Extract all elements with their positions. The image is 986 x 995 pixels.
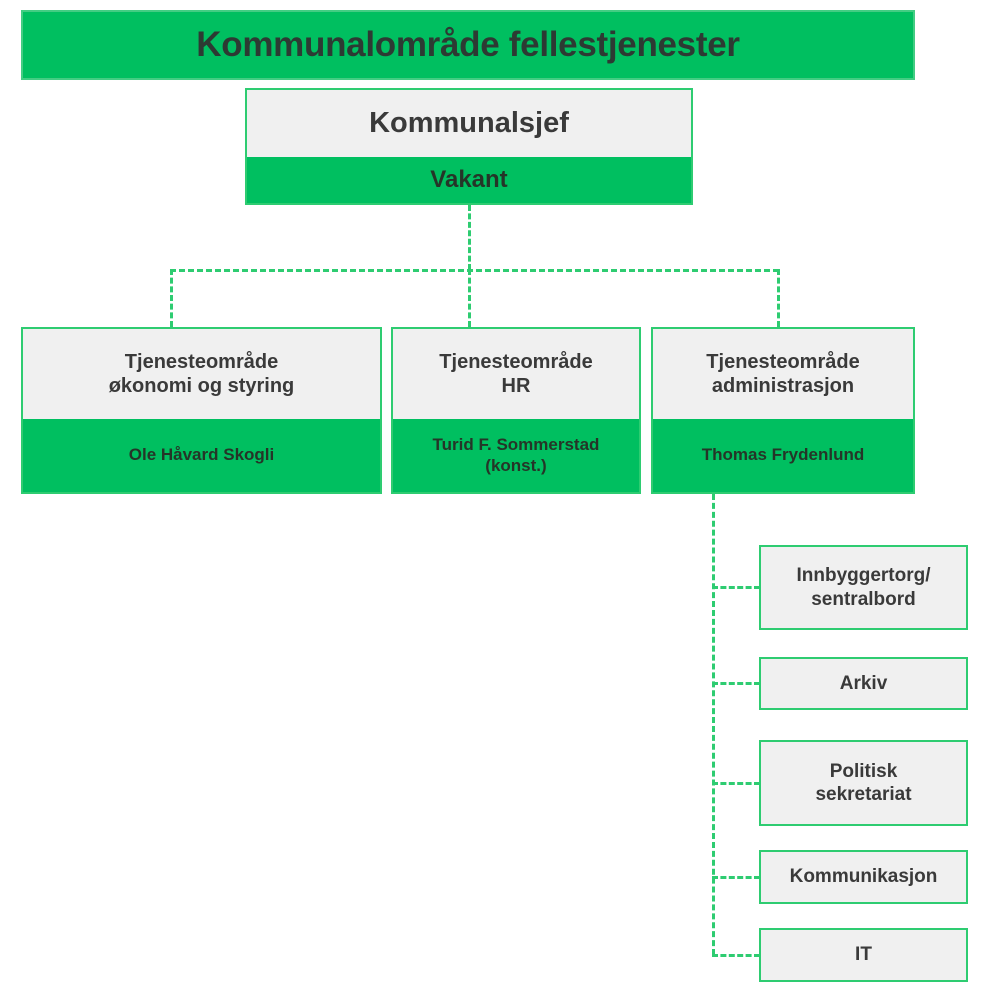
connector-areas-bus (170, 269, 779, 272)
node-area-2-title-line1: Tjenesteområde (706, 350, 860, 373)
node-unit-2-label-line1: Politisk (829, 760, 898, 782)
node-unit-4-label: IT (761, 930, 966, 980)
connector-unit-3 (712, 876, 760, 879)
node-unit-arkiv[interactable]: Arkiv (759, 657, 968, 710)
node-kommunalsjef-title: Kommunalsjef (247, 90, 691, 157)
node-unit-1-label: Arkiv (761, 659, 966, 708)
node-kommunalsjef-person: Vakant (247, 157, 691, 203)
connector-unit-2 (712, 782, 760, 785)
node-tjenesteomrade-hr[interactable]: Tjenesteområde HR Turid F. Sommerstad (k… (391, 327, 641, 494)
connector-unit-0 (712, 586, 760, 589)
node-unit-innbyggertorg-sentralbord[interactable]: Innbyggertorg/ sentralbord (759, 545, 968, 630)
node-area-2-title-line2: administrasjon (711, 375, 855, 397)
node-tjenesteomrade-administrasjon[interactable]: Tjenesteområde administrasjon Thomas Fry… (651, 327, 915, 494)
node-unit-3-label: Kommunikasjon (761, 852, 966, 902)
node-area-0-title-line1: Tjenesteområde (124, 350, 279, 373)
node-area-1-title-line2: HR (501, 375, 531, 397)
node-unit-politisk-sekretariat[interactable]: Politisk sekretariat (759, 740, 968, 826)
node-area-1-person-line2: (konst.) (485, 455, 547, 475)
connector-unit-4 (712, 954, 760, 957)
node-area-0-person: Ole Håvard Skogli (23, 419, 380, 492)
connector-units-spine (712, 494, 715, 955)
root-banner: Kommunalområde fellestjenester (21, 10, 915, 80)
connector-area-0-drop (170, 269, 173, 327)
node-area-0-title-line2: økonomi og styring (108, 375, 295, 397)
root-banner-label: Kommunalområde fellestjenester (196, 25, 740, 64)
node-unit-kommunikasjon[interactable]: Kommunikasjon (759, 850, 968, 904)
connector-unit-1 (712, 682, 760, 685)
node-area-1-title-line1: Tjenesteområde (439, 350, 593, 373)
node-area-1-person: Turid F. Sommerstad (konst.) (393, 419, 639, 492)
node-kommunalsjef[interactable]: Kommunalsjef Vakant (245, 88, 693, 205)
node-tjenesteomrade-okonomi-og-styring[interactable]: Tjenesteområde økonomi og styring Ole Hå… (21, 327, 382, 494)
node-unit-0-label-line1: Innbyggertorg/ (796, 565, 931, 587)
connector-area-2-drop (777, 269, 780, 327)
node-area-2-person: Thomas Frydenlund (653, 419, 913, 492)
node-area-1-person-line1: Turid F. Sommerstad (432, 434, 600, 454)
node-area-0-title: Tjenesteområde økonomi og styring (23, 329, 380, 419)
connector-chief-drop (468, 205, 471, 270)
node-area-2-title: Tjenesteområde administrasjon (653, 329, 913, 419)
node-area-1-title: Tjenesteområde HR (393, 329, 639, 419)
node-unit-2-label: Politisk sekretariat (761, 742, 966, 824)
node-unit-0-label: Innbyggertorg/ sentralbord (761, 547, 966, 628)
node-unit-0-label-line2: sentralbord (811, 588, 916, 610)
connector-area-1-drop (468, 269, 471, 327)
node-unit-it[interactable]: IT (759, 928, 968, 982)
node-unit-2-label-line2: sekretariat (815, 784, 912, 805)
